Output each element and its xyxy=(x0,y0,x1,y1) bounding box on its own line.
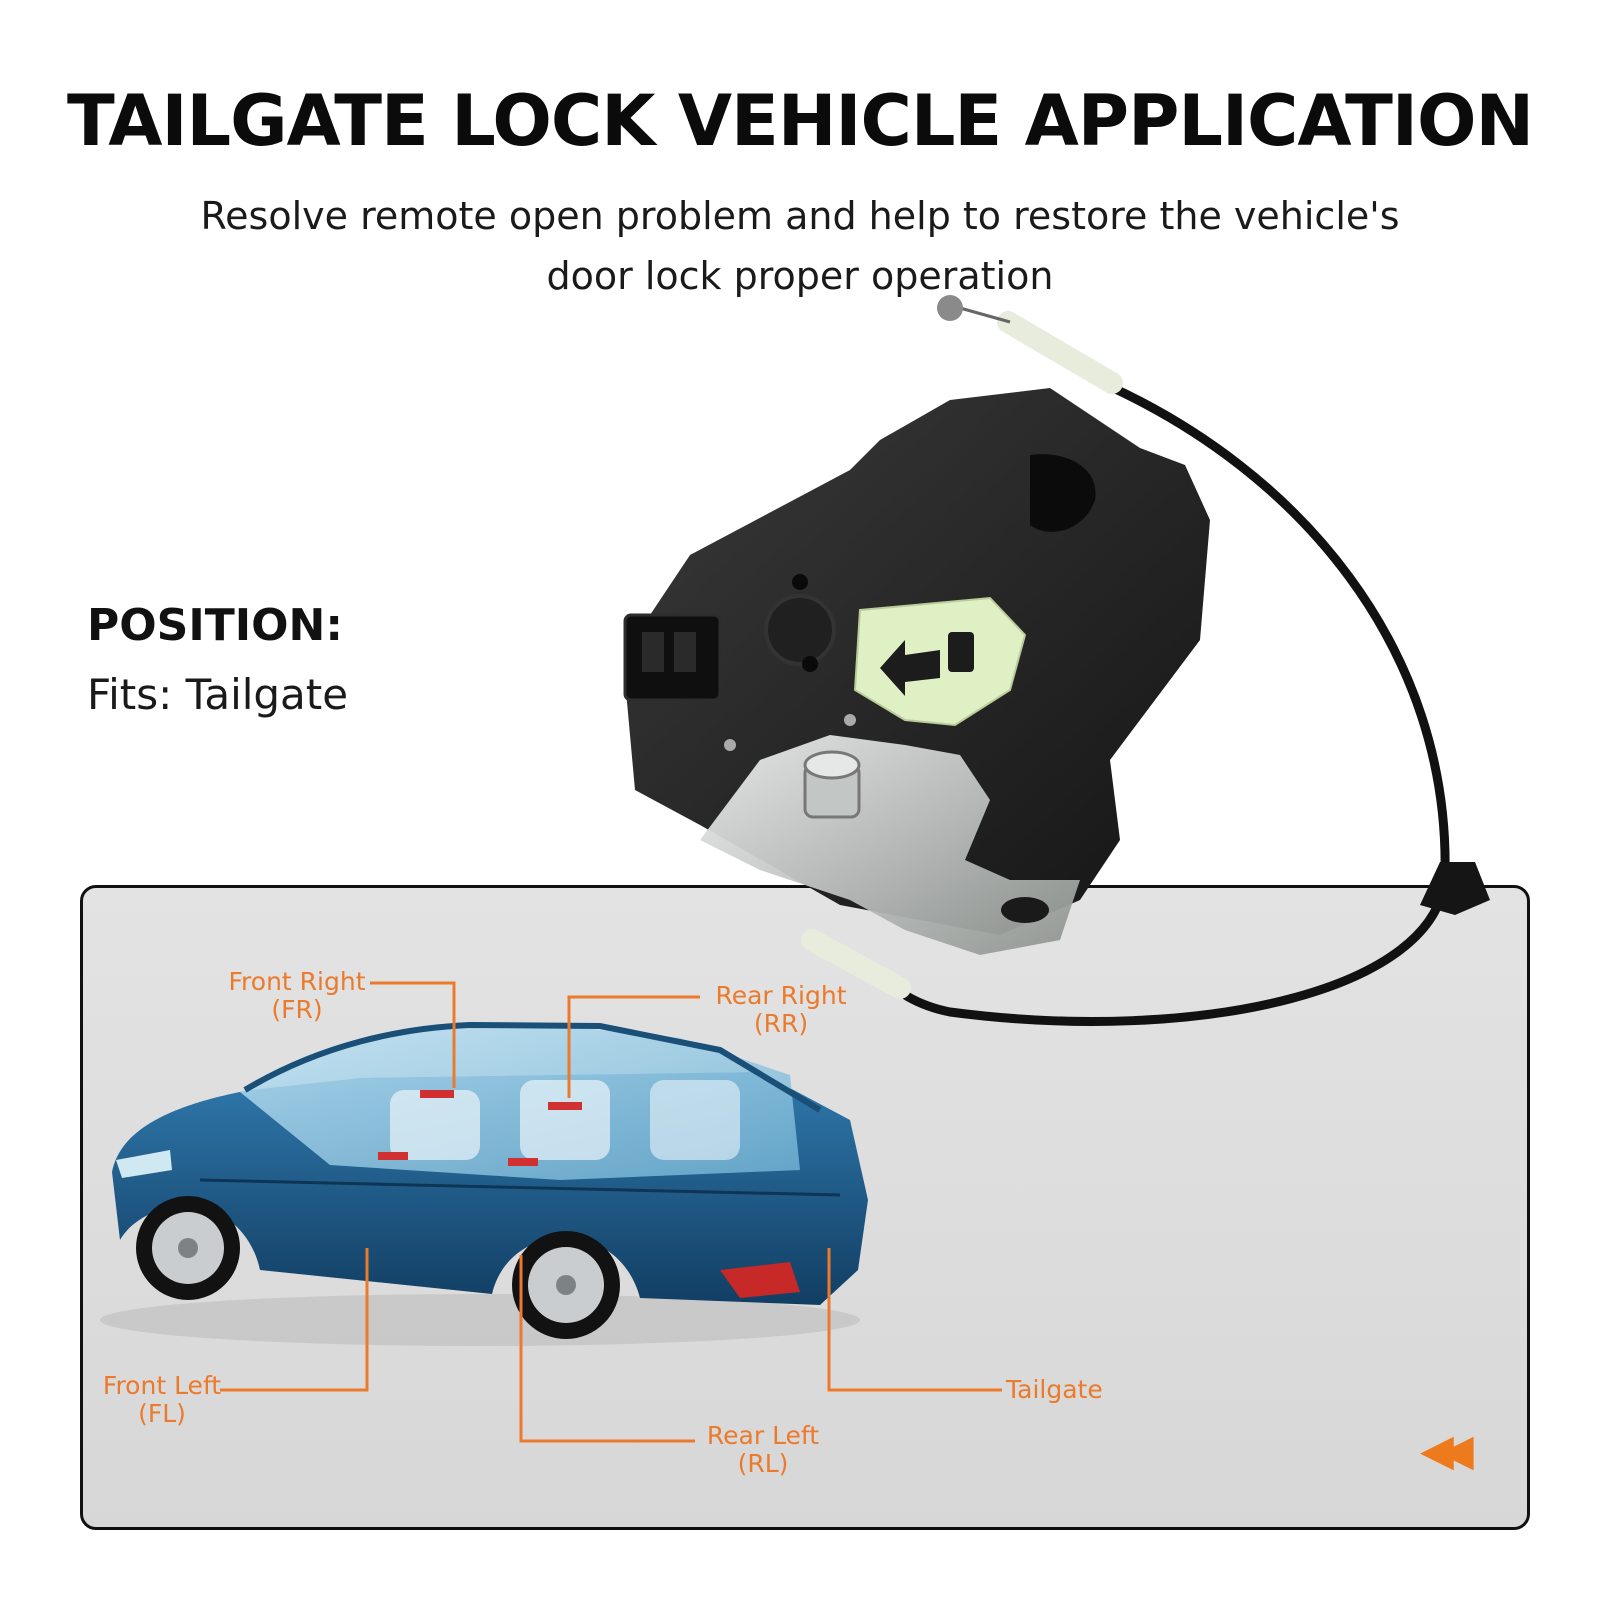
callout-front-left-name: Front Left xyxy=(102,1371,222,1400)
callout-tailgate: Tailgate xyxy=(1006,1376,1126,1404)
rewind-icon[interactable]: ◀◀ xyxy=(1420,1425,1474,1476)
rear-wheel xyxy=(512,1231,620,1339)
callout-rear-right-code: (RR) xyxy=(753,1009,809,1038)
release-cable xyxy=(801,295,1490,1026)
sedan-illustration xyxy=(100,1021,868,1346)
leader-rear-left xyxy=(519,1255,695,1443)
leader-front-left xyxy=(220,1248,369,1392)
leader-front-right xyxy=(370,981,456,1088)
leader-tailgate xyxy=(827,1248,1002,1392)
callout-front-right-name: Front Right xyxy=(228,967,366,996)
page-title: TAILGATE LOCK VEHICLE APPLICATION xyxy=(66,80,1534,162)
callout-rear-right: Rear Right (RR) xyxy=(706,982,856,1038)
callout-tailgate-name: Tailgate xyxy=(1006,1375,1103,1404)
callout-leaders xyxy=(220,981,1002,1443)
callout-rear-right-name: Rear Right xyxy=(715,981,847,1010)
front-wheel xyxy=(136,1196,240,1300)
tailgate-lock-actuator xyxy=(623,388,1210,955)
subtitle-line-2: door lock proper operation xyxy=(546,254,1054,298)
callout-front-right-code: (FR) xyxy=(271,995,323,1024)
leader-rear-right xyxy=(567,995,700,1098)
callout-rear-left-code: (RL) xyxy=(737,1449,789,1478)
callout-front-left-code: (FL) xyxy=(138,1399,186,1428)
callout-rear-left: Rear Left (RL) xyxy=(688,1422,838,1478)
callout-front-left: Front Left (FL) xyxy=(92,1372,232,1428)
callout-rear-left-name: Rear Left xyxy=(706,1421,820,1450)
subtitle-line-1: Resolve remote open problem and help to … xyxy=(200,194,1400,238)
position-value: Fits: Tailgate xyxy=(87,670,349,719)
position-heading: POSITION: xyxy=(87,600,343,651)
callout-front-right: Front Right (FR) xyxy=(222,968,372,1024)
page-subtitle: Resolve remote open problem and help to … xyxy=(170,186,1430,306)
